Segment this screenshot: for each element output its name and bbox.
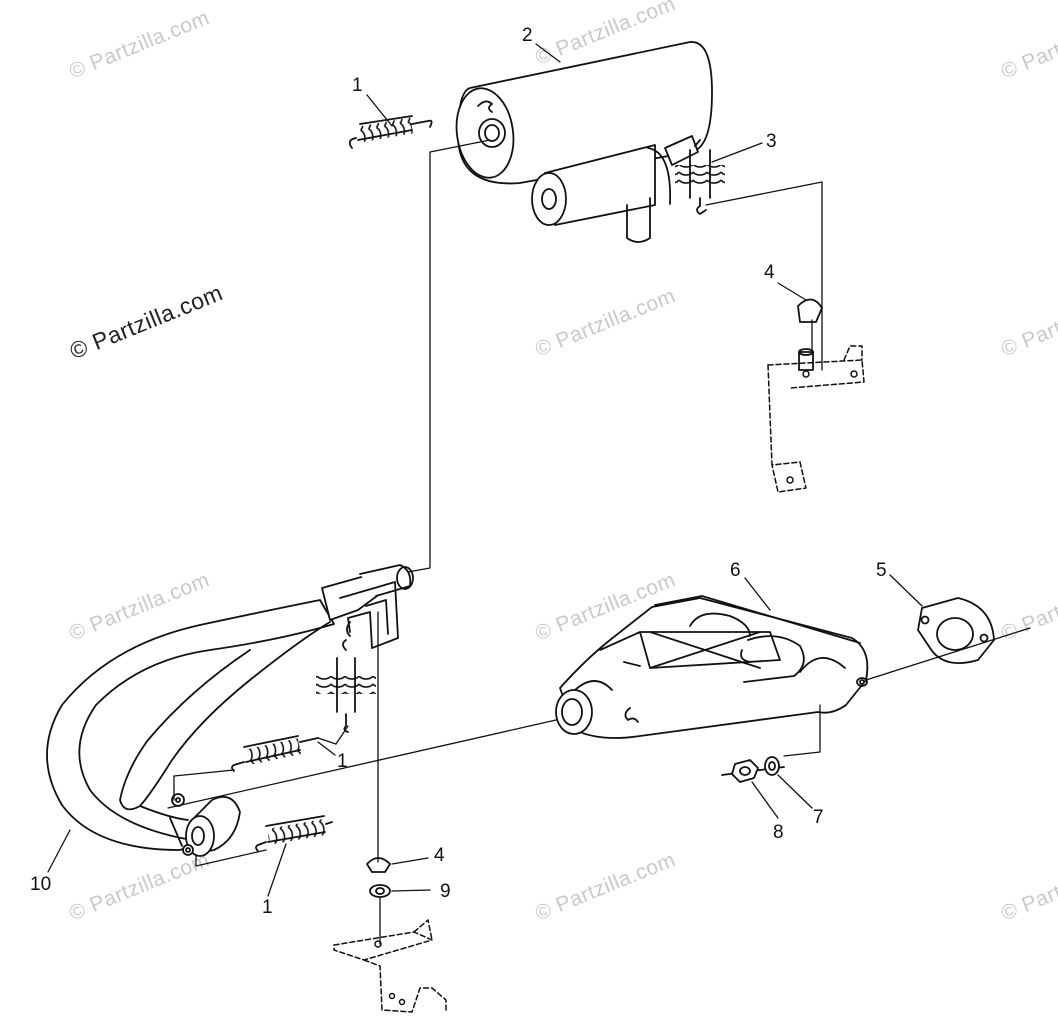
nut <box>721 759 761 783</box>
callout-4-bottom: 4 <box>434 845 445 866</box>
callout-3: 3 <box>766 131 777 152</box>
spring-bottom <box>255 815 333 852</box>
assembly-lines <box>167 139 1031 945</box>
callout-1-middle: 1 <box>337 751 348 772</box>
callout-1-bottom: 1 <box>262 897 273 918</box>
washer-9 <box>369 884 391 898</box>
callout-4-top: 4 <box>764 262 775 283</box>
callout-7: 7 <box>813 807 824 828</box>
callout-6: 6 <box>730 560 741 581</box>
bracket-bottom <box>333 919 447 1013</box>
spring-right <box>675 139 725 215</box>
bracket-top <box>767 345 865 493</box>
callout-9: 9 <box>440 881 451 902</box>
washer <box>759 756 785 776</box>
callout-5: 5 <box>876 560 887 581</box>
exhaust-manifold <box>555 595 869 739</box>
grommet-top <box>797 298 823 371</box>
muffler <box>455 41 713 243</box>
callout-1-top: 1 <box>352 75 363 96</box>
spring-vertical <box>316 639 376 733</box>
spring-top <box>348 115 433 149</box>
grommet-bottom <box>366 857 391 873</box>
exhaust-pipe <box>46 564 414 857</box>
spring-middle <box>231 735 319 772</box>
callout-2: 2 <box>522 25 533 46</box>
gasket <box>917 597 995 664</box>
callout-8: 8 <box>773 822 784 843</box>
callout-leaders <box>47 43 923 897</box>
callout-10: 10 <box>30 874 52 895</box>
